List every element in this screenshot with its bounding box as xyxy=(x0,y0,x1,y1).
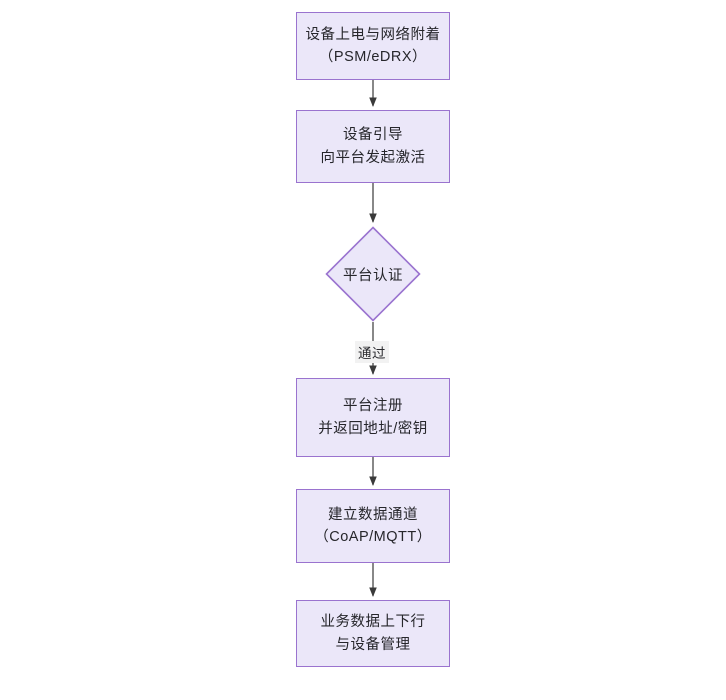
node-label-line: 与设备管理 xyxy=(335,636,411,653)
node-label-line: 设备上电与网络附着 xyxy=(305,26,441,43)
node-platform-registration[interactable]: 平台注册 并返回地址/密钥 xyxy=(296,378,450,457)
node-label-line: 平台认证 xyxy=(343,267,403,284)
node-label-line: 平台注册 xyxy=(343,398,403,415)
node-label-line: 并返回地址/密钥 xyxy=(318,420,428,437)
node-label-line: 设备引导 xyxy=(343,127,403,144)
node-label-line: 业务数据上下行 xyxy=(320,614,426,631)
node-business-data-and-device-management[interactable]: 业务数据上下行 与设备管理 xyxy=(296,600,450,667)
node-label-line: 建立数据通道 xyxy=(328,506,418,523)
node-label-line: （CoAP/MQTT） xyxy=(314,529,432,545)
node-device-power-on[interactable]: 设备上电与网络附着 （PSM/eDRX） xyxy=(296,12,450,80)
node-platform-authentication[interactable]: 平台认证 xyxy=(325,226,421,322)
node-establish-data-channel[interactable]: 建立数据通道 （CoAP/MQTT） xyxy=(296,489,450,563)
node-label-line: 向平台发起激活 xyxy=(320,149,426,166)
diamond-shape-icon xyxy=(325,226,421,322)
node-label-line: （PSM/eDRX） xyxy=(318,49,428,65)
edge-label-pass: 通过 xyxy=(355,341,389,363)
node-device-bootstrap[interactable]: 设备引导 向平台发起激活 xyxy=(296,110,450,183)
